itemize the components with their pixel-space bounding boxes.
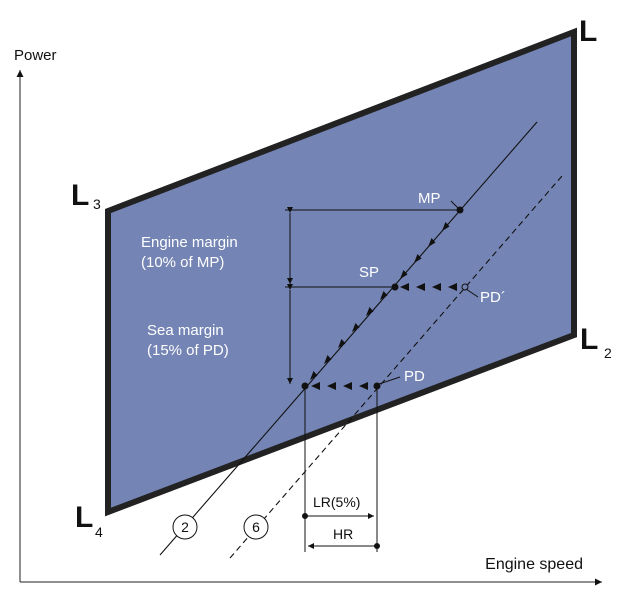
pd-prime-leader: [465, 288, 479, 298]
lr-start-dot: [302, 513, 308, 519]
corner-left-top-label: L: [71, 179, 89, 212]
pd-prime-point: [461, 283, 469, 291]
speed-axis-label: Engine speed: [485, 556, 583, 573]
layout-envelope: [105, 27, 577, 517]
curve-6-marker: [243, 514, 269, 540]
mp-label: MP: [418, 190, 441, 207]
curve-6-label: 6: [252, 519, 260, 535]
sea-margin-detail: (15% of PD): [147, 342, 229, 359]
mp-leader: [450, 200, 459, 209]
engine-margin-title: Engine margin: [141, 234, 238, 251]
hr-label: HR: [333, 526, 353, 542]
pd-label: PD: [404, 368, 425, 385]
corner-right-bottom-label: L: [580, 323, 598, 356]
corner-left-top-sub: 3: [93, 196, 101, 212]
propeller-curve-6: [229, 175, 563, 559]
pd-to-curve-arrows: [311, 382, 368, 390]
pd-leader: [378, 376, 401, 385]
sp-label: SP: [359, 264, 379, 281]
corner-right-bottom-sub: 2: [604, 345, 612, 361]
service-to-max-arrows: [310, 222, 450, 380]
corner-top-right-label: L: [579, 15, 597, 48]
power-axis-label: Power: [14, 47, 57, 64]
curve-2-label: 2: [181, 519, 189, 535]
pd-prime-to-sp-arrows: [400, 283, 457, 291]
engine-margin-detail: (10% of MP): [141, 254, 224, 271]
curve-2-marker: [172, 514, 198, 540]
corner-left-bottom-sub: 4: [95, 524, 103, 540]
lr-label: LR(5%): [313, 494, 360, 510]
pd-prime-label: PD´: [480, 289, 506, 306]
sp-point: [391, 283, 399, 291]
hr-start-dot: [374, 543, 380, 549]
mp-point: [456, 206, 464, 214]
sea-margin-title: Sea margin: [147, 322, 224, 339]
corner-left-bottom-label: L: [75, 501, 93, 534]
propeller-curve-2: [159, 121, 538, 556]
